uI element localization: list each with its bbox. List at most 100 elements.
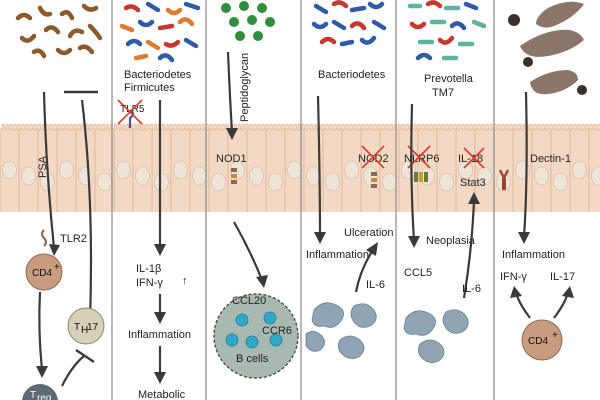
- microvillus: [185, 123, 189, 131]
- microvillus: [489, 123, 493, 131]
- bacteria-icon: [221, 1, 275, 41]
- microvillus: [457, 123, 461, 131]
- microvillus: [477, 123, 481, 131]
- cd4-cell: [25, 253, 63, 291]
- microvillus: [33, 123, 37, 131]
- microvillus: [437, 123, 441, 131]
- cell-nucleus: [97, 172, 112, 192]
- microvillus: [397, 123, 401, 131]
- bacteria-label-bacteriodetes: Bacteriodetes: [318, 69, 386, 81]
- microvillus: [105, 123, 109, 131]
- microvillus: [161, 123, 165, 131]
- cell-nucleus: [325, 172, 340, 192]
- microvillus: [429, 123, 433, 131]
- panel-tlr5: Bacteriodetes Firmicutes TLR5 IL-1β IFN-…: [117, 1, 201, 400]
- treg-label: T: [30, 390, 36, 400]
- microvillus: [565, 123, 569, 131]
- microvillus: [37, 123, 41, 131]
- receptor-icon: [498, 169, 510, 190]
- bcells-label: B cells: [236, 353, 269, 365]
- cell-nucleus: [458, 160, 473, 180]
- microvillus: [405, 123, 409, 131]
- microvillus: [481, 123, 485, 131]
- bacteria-icon: [15, 3, 103, 59]
- microvillus: [329, 123, 333, 131]
- microvillus: [269, 123, 273, 131]
- cell-nucleus: [287, 160, 302, 180]
- microvillus: [581, 123, 585, 131]
- microvillus: [177, 123, 181, 131]
- b-cell-icon: [225, 311, 283, 349]
- cell-nucleus: [154, 172, 169, 192]
- microvillus: [61, 123, 65, 131]
- cell-nucleus: [477, 166, 492, 186]
- cell-nucleus: [2, 160, 17, 180]
- microvillus: [501, 123, 505, 131]
- macrophage-icon: [403, 309, 469, 363]
- microvillus: [561, 123, 565, 131]
- microvillus: [425, 123, 429, 131]
- microvillus: [237, 123, 241, 131]
- microvillus: [573, 123, 577, 131]
- microvillus: [353, 123, 357, 131]
- cell-nucleus: [591, 166, 600, 186]
- microvillus: [313, 123, 317, 131]
- microvillus: [1, 123, 5, 131]
- peptidoglycan-label: Peptidoglycan: [239, 53, 251, 122]
- microvillus: [449, 123, 453, 131]
- up-arrow-label: ↑: [182, 275, 188, 287]
- panel-nod2: Bacteriodetes NOD2 Inflammation Ulcerati…: [305, 0, 394, 359]
- microvillus: [345, 123, 349, 131]
- cell-nucleus: [382, 172, 397, 192]
- tlr2-label: TLR2: [60, 233, 87, 245]
- treg-cell: [22, 384, 58, 400]
- microvillus: [241, 123, 245, 131]
- microvillus: [529, 123, 533, 131]
- microvillus: [533, 123, 537, 131]
- microvillus: [253, 123, 257, 131]
- cell-nucleus: [21, 166, 36, 186]
- cell-nucleus: [534, 166, 549, 186]
- bacteria-label-bacteriodetes: Bacteriodetes: [124, 69, 192, 81]
- microvillus: [181, 123, 185, 131]
- psa-label: PSA: [37, 155, 49, 178]
- microvillus: [337, 123, 341, 131]
- microvillus: [173, 123, 177, 131]
- microvillus: [389, 123, 393, 131]
- bacteria-icon: [407, 0, 487, 61]
- microvillus: [261, 123, 265, 131]
- microvillus: [165, 123, 169, 131]
- microvillus: [17, 123, 21, 131]
- microvillus: [349, 123, 353, 131]
- microvillus: [201, 123, 205, 131]
- microvillus: [77, 123, 81, 131]
- ccl20-label: CCL20: [232, 295, 266, 307]
- inhibition-cross-icon: [463, 147, 485, 169]
- cell-nucleus: [78, 166, 93, 186]
- microvillus: [341, 123, 345, 131]
- microvillus: [569, 123, 573, 131]
- cell-nucleus: [59, 160, 74, 180]
- microvillus: [85, 123, 89, 131]
- microvillus: [113, 123, 117, 131]
- cell-nucleus: [268, 172, 283, 192]
- microvillus: [361, 123, 365, 131]
- microvillus: [53, 123, 57, 131]
- th17-cell: [67, 307, 105, 345]
- cell-nucleus: [553, 172, 568, 192]
- microvillus: [521, 123, 525, 131]
- microvillus: [125, 123, 129, 131]
- microvillus: [285, 123, 289, 131]
- microvillus: [469, 123, 473, 131]
- microvillus: [57, 123, 61, 131]
- microvillus: [217, 123, 221, 131]
- microvillus: [357, 123, 361, 131]
- stat3-label: Stat3: [460, 177, 486, 189]
- microvillus: [121, 123, 125, 131]
- cell-nucleus: [116, 160, 131, 180]
- cd4-sup: +: [552, 330, 558, 341]
- microvillus: [257, 123, 261, 131]
- microvillus: [5, 123, 9, 131]
- microvillus: [321, 123, 325, 131]
- bacteria-icon: [119, 1, 201, 63]
